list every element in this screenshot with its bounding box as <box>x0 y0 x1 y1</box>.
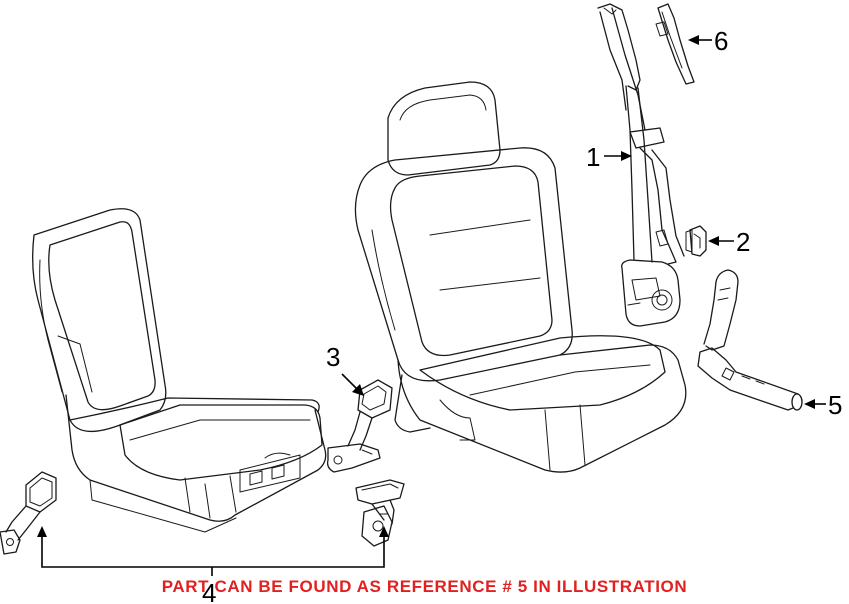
part-4-rear-buckle-right <box>355 479 405 547</box>
reference-note: PART CAN BE FOUND AS REFERENCE # 5 IN IL… <box>161 577 688 596</box>
part-5-buckle-stalk <box>697 269 803 411</box>
callout-3: 3 <box>326 342 340 372</box>
callout-leaders <box>37 35 826 576</box>
part-2-guide-clip <box>685 225 707 257</box>
front-seat-drawing <box>354 81 687 473</box>
callout-1: 1 <box>586 142 600 172</box>
part-3-front-buckle <box>326 379 393 473</box>
part-6-upper-bracket <box>655 3 695 85</box>
part-1-seat-belt-assembly <box>597 3 685 327</box>
callout-5: 5 <box>828 390 842 420</box>
rear-seat-drawing <box>32 208 327 533</box>
part-4-rear-buckle-left <box>0 471 57 555</box>
callout-6: 6 <box>714 26 728 56</box>
callout-2: 2 <box>736 227 750 257</box>
callout-4: 4 <box>202 578 216 604</box>
